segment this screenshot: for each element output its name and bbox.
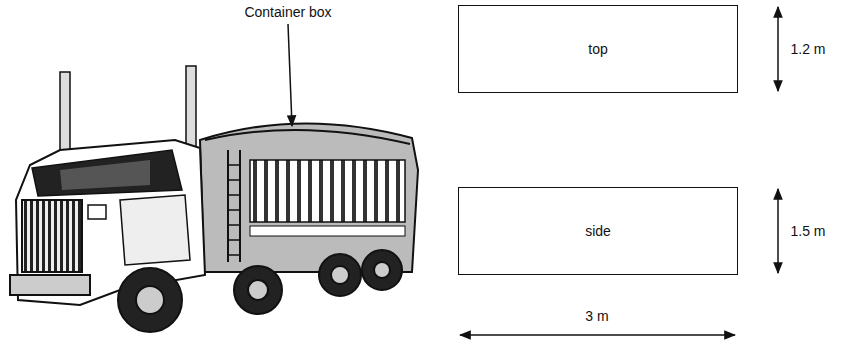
dimension-arrow [460, 334, 735, 336]
dimension-arrow [777, 7, 779, 91]
leader-line [288, 24, 292, 126]
view-box: side [458, 187, 738, 275]
dimension-label: 3 m [583, 308, 610, 324]
dimension-label: 1.2 m [788, 41, 827, 57]
dimension-label: 1.5 m [788, 223, 827, 239]
view-box: top [458, 5, 738, 93]
dimension-arrow [777, 189, 779, 273]
view-name: side [585, 223, 611, 239]
callout-label: Container box [242, 4, 333, 20]
view-name: top [588, 41, 607, 57]
